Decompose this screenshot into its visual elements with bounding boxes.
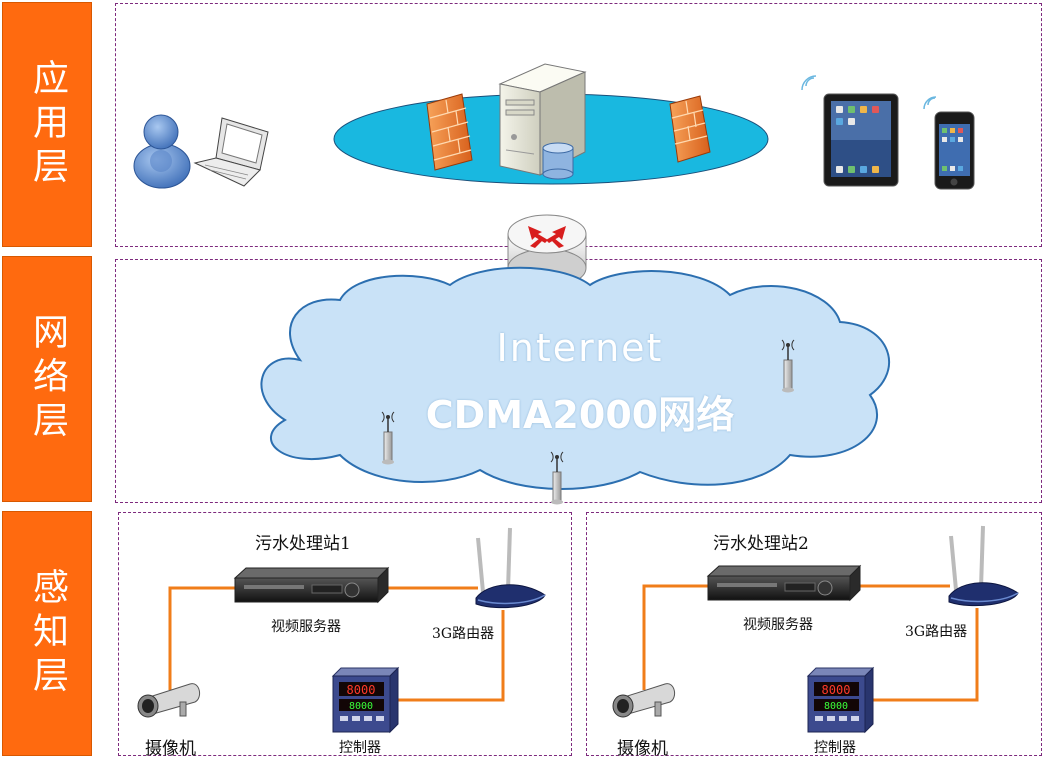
video-server-icon-1 xyxy=(233,566,390,604)
router-3g-icon-1 xyxy=(475,527,546,609)
antenna-icon-1 xyxy=(381,411,395,465)
station2-connectors xyxy=(642,584,979,702)
station1-router-label: 3G路由器 xyxy=(432,626,495,642)
internet-cloud xyxy=(260,266,890,490)
svg-text:8000: 8000 xyxy=(822,683,851,697)
station1-controller-label: 控制器 xyxy=(339,740,381,756)
wifi-icon-tablet xyxy=(801,75,817,91)
station2-video-server-label: 视频服务器 xyxy=(743,617,813,633)
layer-label-application: 应用层 xyxy=(2,2,92,247)
station2-box xyxy=(586,512,1042,756)
router-3g-icon-2 xyxy=(948,525,1019,607)
station2-title: 污水处理站2 xyxy=(713,534,809,554)
svg-text:8000: 8000 xyxy=(349,701,373,712)
tablet-icon xyxy=(823,93,899,187)
station1-video-server-label: 视频服务器 xyxy=(271,619,341,635)
firewall-icon-right xyxy=(669,95,711,163)
station1-camera-label: 摄像机 xyxy=(145,739,196,759)
phone-icon xyxy=(934,111,975,190)
layer-network-text: 网络层 xyxy=(27,313,68,445)
station1-connectors xyxy=(168,586,505,702)
station1-box xyxy=(118,512,572,756)
firewall-icon-left xyxy=(426,93,473,171)
user-icon xyxy=(133,114,191,189)
svg-text:8000: 8000 xyxy=(824,701,848,712)
database-icon xyxy=(542,142,574,180)
station2-router-label: 3G路由器 xyxy=(905,624,968,640)
camera-icon-1 xyxy=(137,683,201,718)
laptop-icon xyxy=(193,117,269,187)
cloud-line-internet: Internet xyxy=(496,326,664,370)
station1-title: 污水处理站1 xyxy=(255,534,351,554)
cloud-line-cdma: CDMA2000网络 xyxy=(425,393,735,437)
antenna-icon-3 xyxy=(781,339,795,393)
camera-icon-2 xyxy=(612,683,676,718)
controller-icon-1: 8000 8000 xyxy=(331,666,400,734)
controller-icon-2: 8000 8000 xyxy=(806,666,875,734)
svg-text:8000: 8000 xyxy=(347,683,376,697)
antenna-icon-2 xyxy=(550,451,564,505)
layer-application-text: 应用层 xyxy=(27,58,68,191)
layer-label-perception: 感知层 xyxy=(2,511,92,756)
station2-camera-label: 摄像机 xyxy=(617,739,668,759)
station2-controller-label: 控制器 xyxy=(814,740,856,756)
wifi-icon-phone xyxy=(923,96,937,110)
layer-label-network: 网络层 xyxy=(2,256,92,502)
video-server-icon-2 xyxy=(706,564,862,602)
layer-perception-text: 感知层 xyxy=(27,567,68,700)
